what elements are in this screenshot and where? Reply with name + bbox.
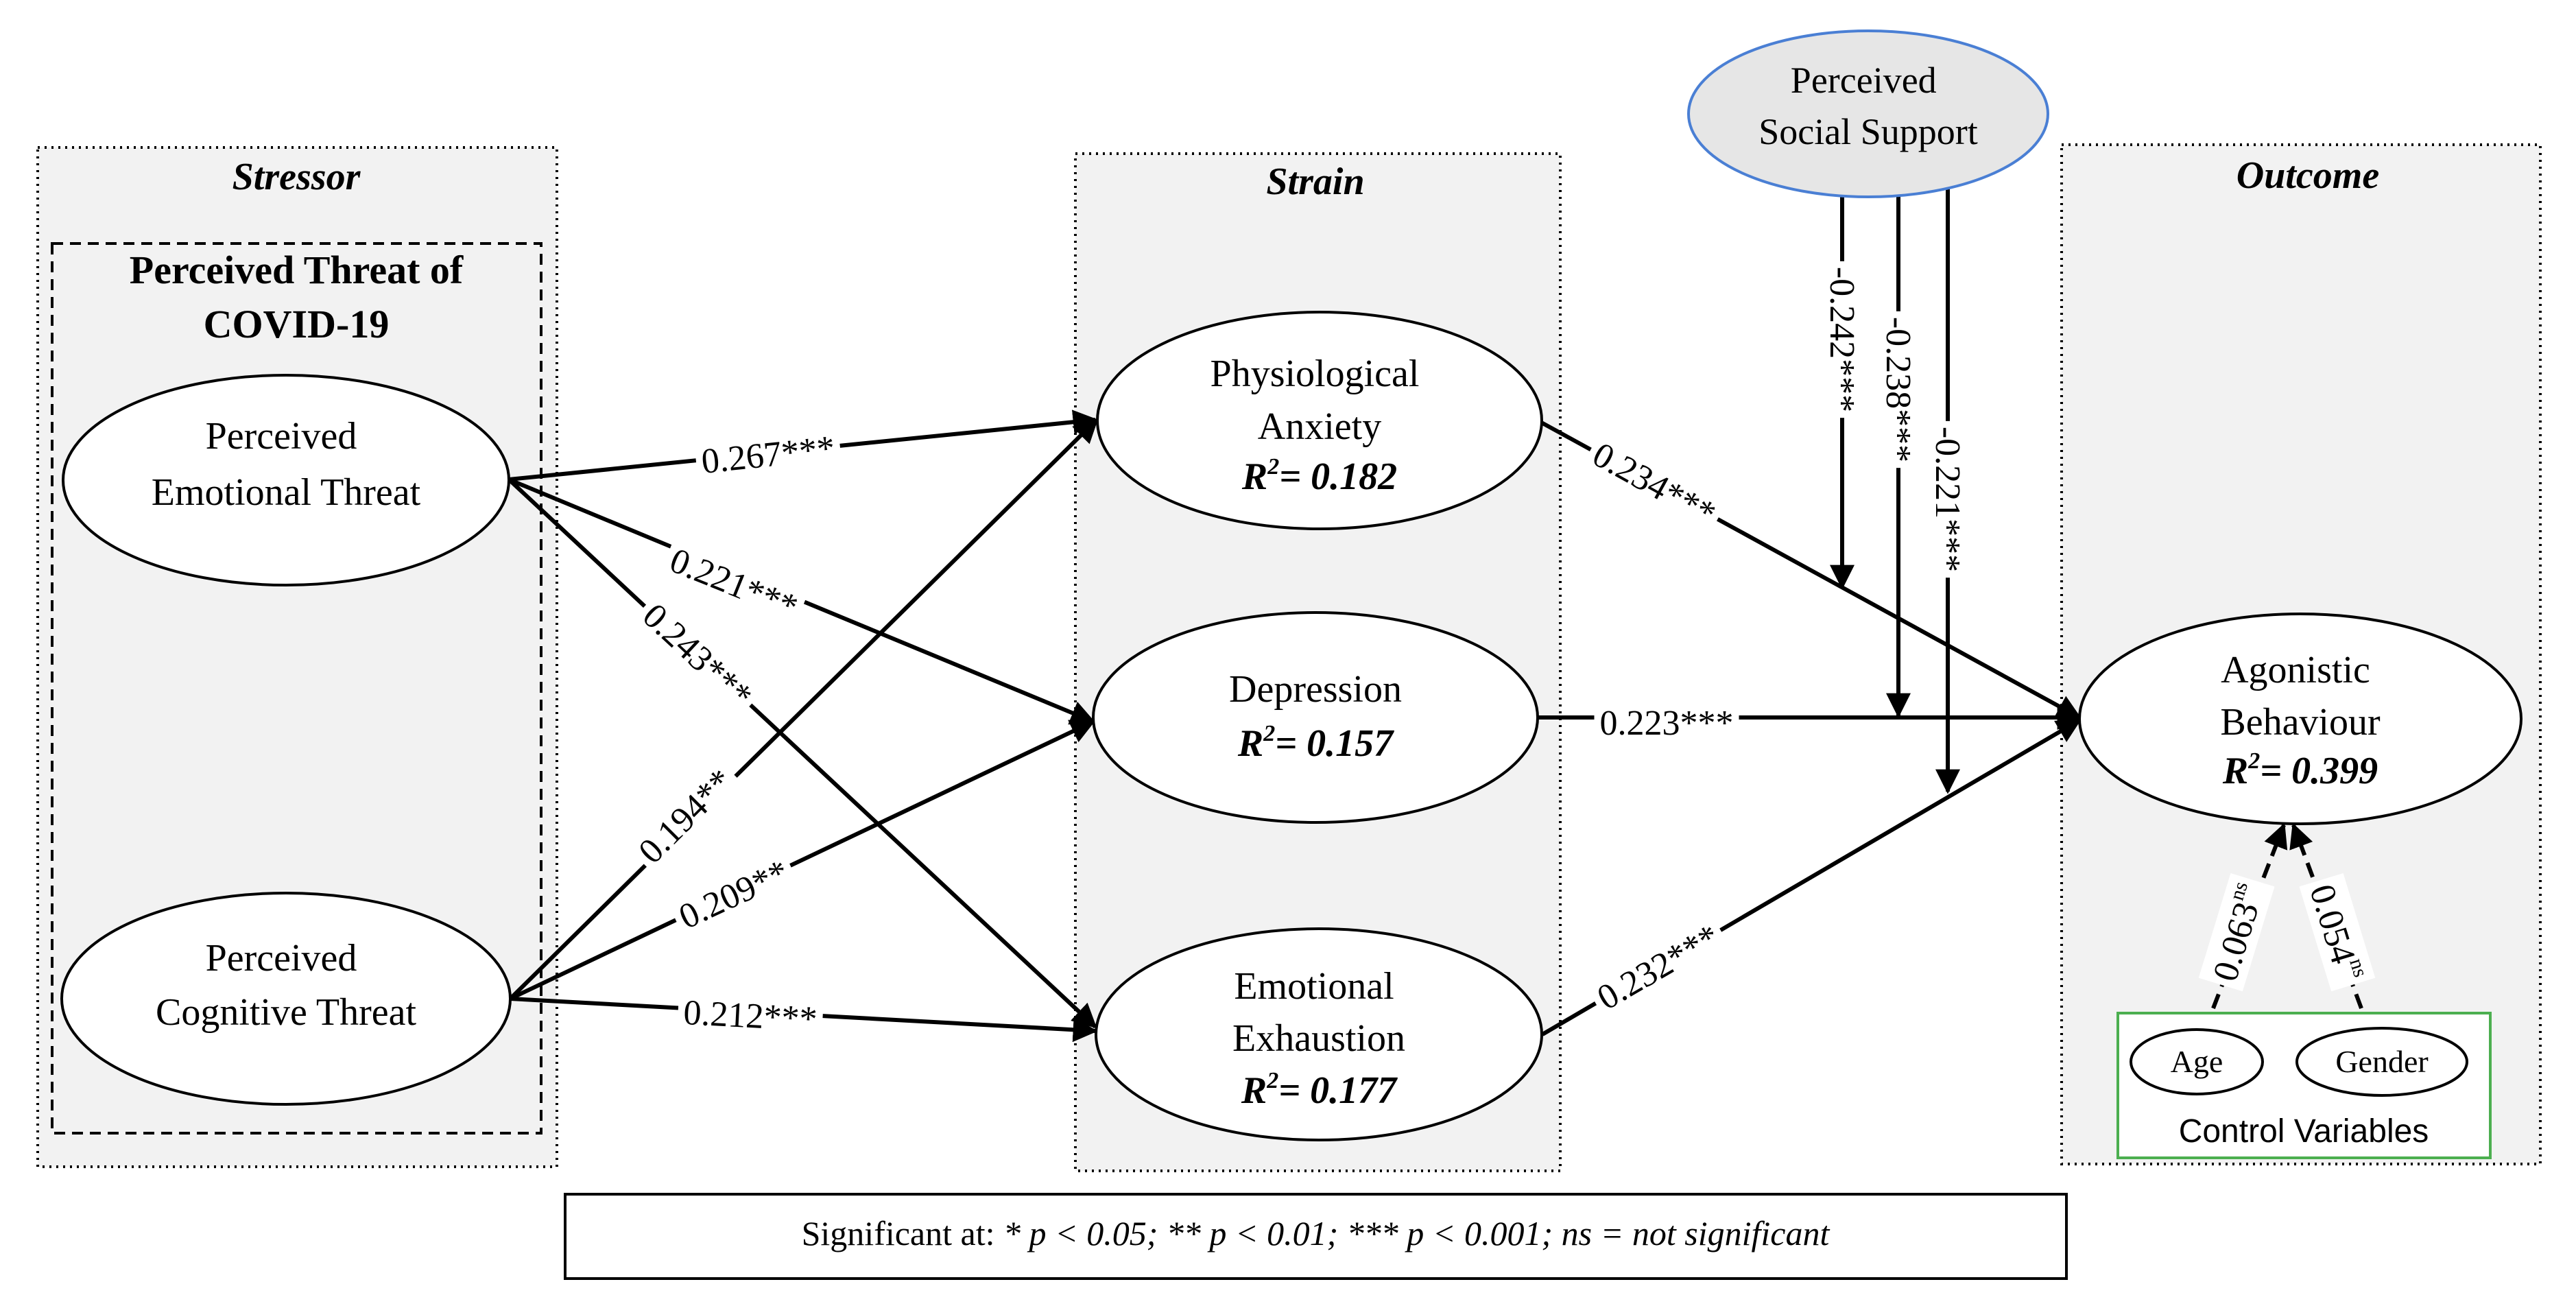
path-label-cog-to-exhaustion: 0.212*** xyxy=(677,991,824,1041)
social-support-label: Perceived Social Support xyxy=(1758,60,1978,152)
path-label-support-mod-2: -0.238*** xyxy=(1877,311,1920,468)
agonistic-behaviour-node xyxy=(2078,613,2523,825)
emotional-exhaustion-label: Emotional Exhaustion xyxy=(1232,965,1405,1060)
path-label-emo-to-anxiety: 0.267*** xyxy=(693,426,843,484)
agonistic-behaviour-r2: R2= 0.399 xyxy=(2222,748,2378,792)
svg-text:-0.238***: -0.238*** xyxy=(1879,317,1918,462)
path-cog-depression xyxy=(509,720,1096,1001)
strain-title: Strain xyxy=(1266,161,1364,203)
emotional-threat-label: Perceived Emotional Threat xyxy=(152,415,421,514)
svg-text:-0.242***: -0.242*** xyxy=(1823,267,1862,412)
cognitive-threat-node xyxy=(60,892,512,1106)
outcome-title: Outcome xyxy=(2237,154,2379,197)
significance-legend-text: Significant at: * p < 0.05; ** p < 0.01;… xyxy=(802,1214,1830,1252)
svg-text:0.243***: 0.243*** xyxy=(635,596,759,716)
path-label-exhaustion-to-agonistic: 0.232*** xyxy=(1585,912,1732,1022)
physiological-anxiety-label: Physiological Anxiety xyxy=(1211,353,1429,448)
path-cog-anxiety xyxy=(508,418,1099,1001)
agonistic-behaviour-label: Agonistic Behaviour xyxy=(2220,649,2381,744)
depression-node xyxy=(1092,611,1539,824)
stressor-title: Stressor xyxy=(232,156,361,198)
svg-text:0.194**: 0.194** xyxy=(631,761,741,871)
svg-text:0.267***: 0.267*** xyxy=(700,428,837,481)
threat-title-line1: Perceived Threat of xyxy=(130,248,464,292)
svg-text:0.232***: 0.232*** xyxy=(1590,917,1726,1018)
depression-r2: R2= 0.157 xyxy=(1237,721,1394,765)
emotional-threat-node xyxy=(62,374,510,586)
gender-node xyxy=(2295,1027,2468,1097)
path-label-support-mod-1: -0.242*** xyxy=(1821,261,1863,418)
path-emo-exhaustion xyxy=(507,477,1097,1029)
svg-text:0.221***: 0.221*** xyxy=(665,541,803,627)
svg-text:0.223***: 0.223*** xyxy=(1600,704,1734,743)
threat-construct-box xyxy=(51,242,542,1135)
svg-text:0.209**: 0.209** xyxy=(673,852,794,936)
social-support-node xyxy=(1687,29,2049,198)
path-label-depression-to-agonistic: 0.223*** xyxy=(1594,702,1739,744)
physiological-anxiety-r2: R2= 0.182 xyxy=(1241,454,1397,498)
gender-label: Gender xyxy=(2335,1044,2428,1079)
svg-text:0.234***: 0.234*** xyxy=(1586,435,1722,534)
physiological-anxiety-node xyxy=(1096,311,1543,530)
control-variables-label: Control Variables xyxy=(2179,1113,2429,1150)
path-label-cog-to-anxiety: 0.194** xyxy=(626,757,746,876)
path-label-cog-to-depression: 0.209** xyxy=(667,848,800,940)
path-label-anxiety-to-agonistic: 0.234*** xyxy=(1580,431,1728,538)
svg-text:0.212***: 0.212*** xyxy=(682,993,818,1038)
depression-label: Depression xyxy=(1229,668,1402,711)
cognitive-threat-label: Perceived Cognitive Threat xyxy=(156,937,416,1034)
threat-title-line2: COVID-19 xyxy=(204,302,390,346)
path-label-support-mod-3: -0.221*** xyxy=(1927,420,1969,578)
significance-legend-box xyxy=(564,1193,2068,1280)
emotional-exhaustion-r2: R2= 0.177 xyxy=(1241,1068,1398,1112)
age-node xyxy=(2130,1028,2264,1095)
age-label: Age xyxy=(2171,1044,2223,1079)
svg-text:-0.221***: -0.221*** xyxy=(1929,427,1968,572)
emotional-exhaustion-node xyxy=(1095,927,1543,1141)
